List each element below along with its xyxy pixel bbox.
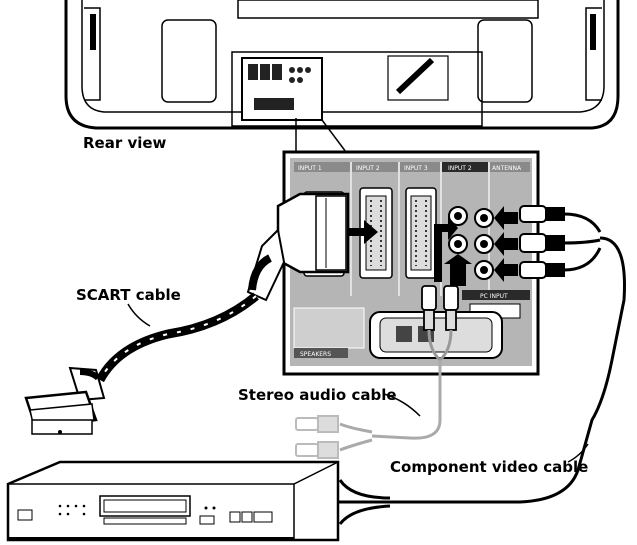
rear-terminal-mini <box>241 57 323 121</box>
connection-arrows <box>340 206 518 286</box>
component-video-cable-label: Component video cable <box>390 458 588 476</box>
zoom-callout-lines <box>295 118 347 153</box>
input-2-component-header: INPUT 2 <box>448 165 472 172</box>
arrow-component-pb <box>494 232 518 256</box>
scart-plug-player <box>24 366 106 435</box>
scart-socket-input-3 <box>405 187 437 279</box>
audio-jacks <box>448 206 468 254</box>
stereo-audio-cable-label: Stereo audio cable <box>238 386 397 404</box>
arrow-audio-r <box>444 254 472 286</box>
scart-plug-tv <box>246 192 350 302</box>
tv-rear-housing <box>64 0 620 130</box>
arrow-audio-l <box>434 216 458 282</box>
arrow-scart <box>340 220 378 244</box>
antenna-header: ANTENNA <box>492 165 522 172</box>
arrow-component-pr <box>494 258 518 282</box>
stereo-audio-cable <box>295 285 459 459</box>
dvd-player <box>6 460 340 542</box>
input-2-header: INPUT 2 <box>356 165 380 172</box>
component-jacks <box>474 208 494 280</box>
arrow-component-y <box>494 206 518 230</box>
input-1-header: INPUT 1 <box>298 165 322 172</box>
input-3-header: INPUT 3 <box>404 165 428 172</box>
scart-cable-label: SCART cable <box>76 286 181 304</box>
rear-view-label: Rear view <box>83 134 167 152</box>
scart-cable <box>24 192 350 435</box>
pc-input-label: PC INPUT <box>480 293 508 300</box>
speakers-label: SPEAKERS <box>300 351 331 358</box>
callout-leaders <box>127 303 589 463</box>
